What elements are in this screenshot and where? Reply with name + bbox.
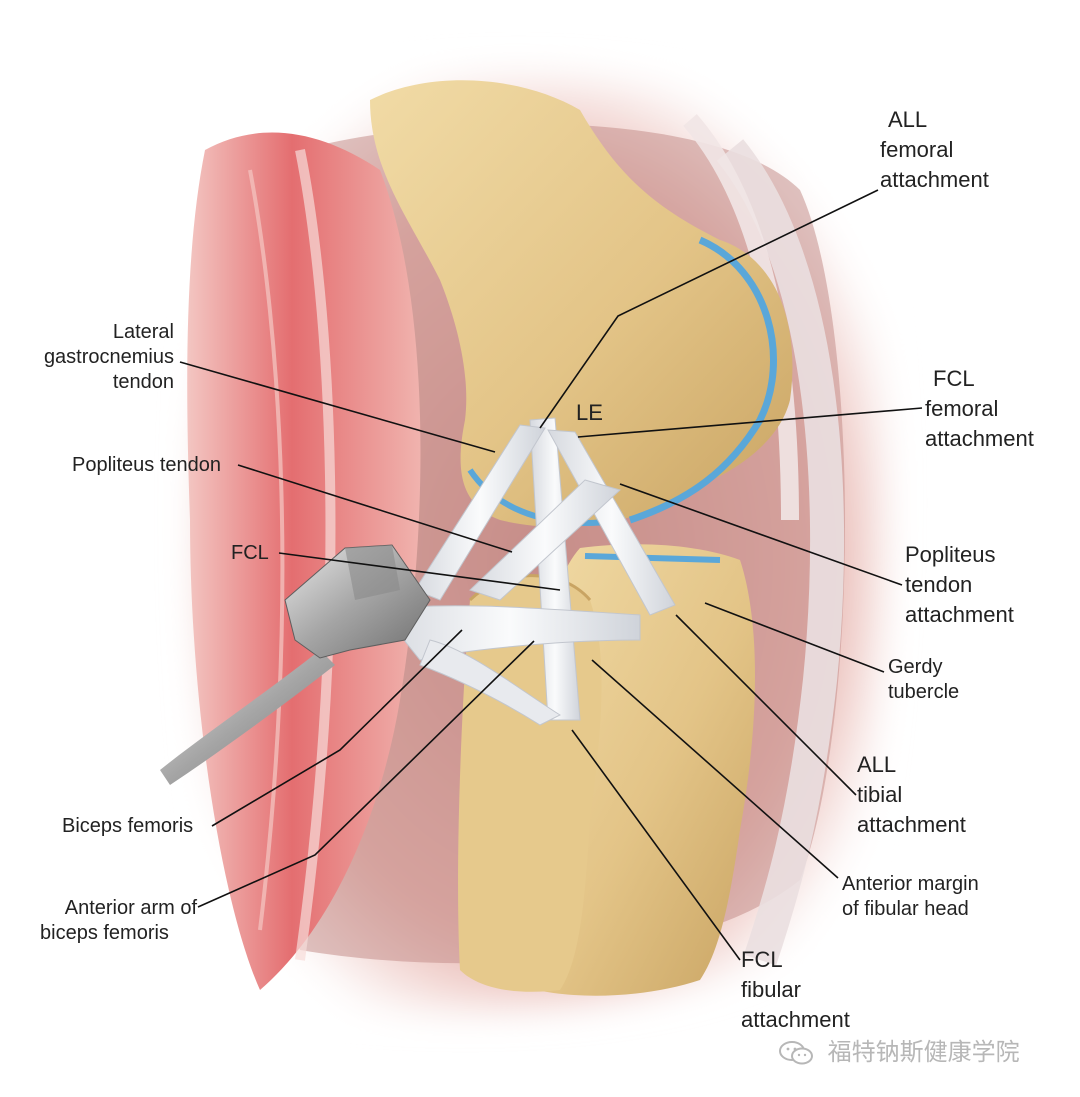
retractor-instrument: [160, 544, 431, 785]
watermark: 福特钠斯健康学院: [778, 1032, 1020, 1067]
label-fcl-fibular-attachment: FCL fibular attachment: [741, 947, 850, 1032]
label-fcl-femoral-attachment: FCL femoral attachment: [925, 366, 1034, 451]
label-anterior-margin-fibular-head: Anterior margin of fibular head: [842, 873, 979, 920]
label-popliteus-tendon-attachment: Popliteus tendon attachment: [905, 542, 1014, 627]
label-lateral-gastrocnemius-tendon: Lateral gastrocnemius tendon: [43, 321, 174, 393]
leader-biceps: [211, 629, 463, 827]
label-all-tibial-attachment: ALL tibial attachment: [857, 752, 966, 837]
leader-popliteus-attach: [619, 483, 903, 586]
watermark-text: 福特钠斯健康学院: [827, 1038, 1020, 1066]
leader-all-femoral: [539, 189, 879, 429]
leader-all-tibial: [675, 614, 857, 796]
leader-fcl: [278, 552, 561, 591]
muscle-left: [187, 132, 421, 991]
wechat-bubble-icon: [779, 1041, 813, 1065]
label-popliteus-tendon: Popliteus tendon: [72, 454, 222, 476]
leader-popliteus-tendon: [237, 464, 513, 553]
leader-gerdy: [704, 602, 885, 673]
label-gerdy-tubercle: Gerdy tubercle: [888, 656, 960, 703]
label-biceps-femoris: Biceps femoris: [62, 815, 194, 837]
ligaments: [379, 417, 676, 726]
label-le: LE: [576, 400, 603, 425]
label-fcl: FCL: [231, 542, 269, 564]
leader-fcl-femoral: [577, 407, 923, 438]
leader-anterior-margin: [591, 659, 839, 879]
leader-lines: [179, 189, 923, 961]
label-anterior-arm-biceps-femoris: Anterior arm of biceps femoris: [40, 897, 197, 944]
leader-lateral-gastroc: [179, 361, 496, 453]
leader-fcl-fibular: [571, 729, 741, 961]
label-all-femoral-attachment: ALL femoral attachment: [880, 107, 989, 192]
leader-anterior-arm: [197, 640, 535, 908]
